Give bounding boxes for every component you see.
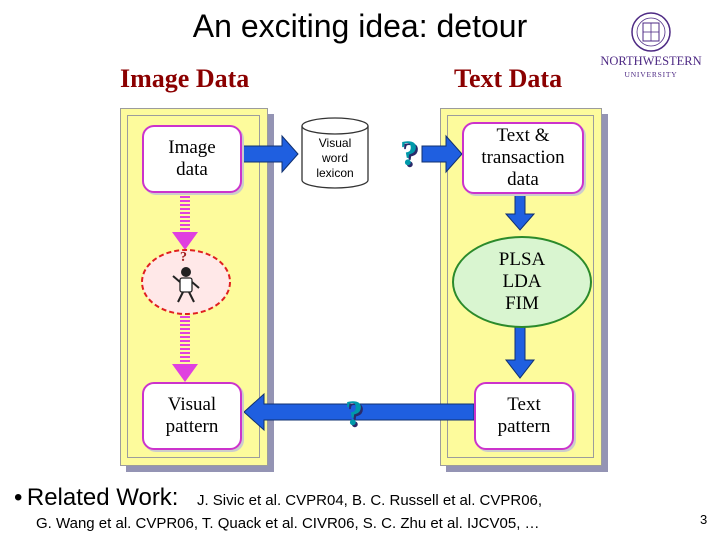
arrow-image-to-thinker xyxy=(172,194,198,250)
text-pattern-node: Text pattern xyxy=(474,382,574,450)
arrow-plsa-to-pattern xyxy=(506,326,534,378)
bullet: • xyxy=(14,484,22,511)
arrow-question-to-text xyxy=(422,136,462,172)
visual-pattern-node: Visual pattern xyxy=(142,382,242,450)
image-data-node: Image data xyxy=(142,125,242,193)
arrow-thinker-to-pattern xyxy=(172,316,198,382)
arrow-image-to-lexicon xyxy=(240,136,298,172)
plsa-lda-fim-node: PLSA LDA FIM xyxy=(452,236,592,328)
question-mark-bottom: ? xyxy=(345,392,363,434)
thinker-question-mark: ? xyxy=(180,250,187,266)
page-number: 3 xyxy=(700,512,707,527)
arrow-text-to-plsa xyxy=(506,192,534,230)
related-work: • Related Work: J. Sivic et al. CVPR04, … xyxy=(14,484,694,512)
related-work-line1: J. Sivic et al. CVPR04, B. C. Russell et… xyxy=(197,492,542,509)
related-work-heading: Related Work: xyxy=(27,484,179,511)
text-transaction-node: Text & transaction data xyxy=(462,122,584,194)
thinker-circle: ? xyxy=(140,248,232,316)
visual-word-lexicon-node: Visual word lexicon xyxy=(300,116,370,190)
related-work-line2: G. Wang et al. CVPR06, T. Quack et al. C… xyxy=(36,515,540,532)
question-mark-top: ? xyxy=(400,132,418,174)
